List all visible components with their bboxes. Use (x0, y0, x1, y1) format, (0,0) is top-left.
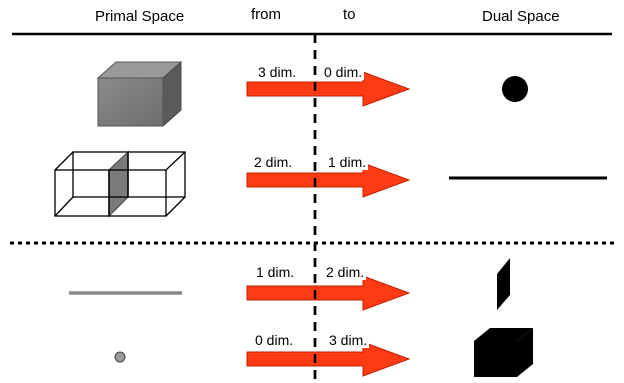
black-parallelogram-face-icon (497, 258, 510, 310)
row-3-from-label: 1 dim. (254, 264, 297, 280)
arrow-row-2 (246, 162, 411, 198)
row-4-to-label: 3 dim. (327, 332, 370, 348)
two-wireframe-boxes-shared-face-icon (54, 150, 186, 218)
arrow-row-3 (246, 275, 411, 311)
row-3-to-label: 2 dim. (324, 264, 367, 280)
row-1-to-label: 0 dim. (322, 64, 365, 80)
header-dual-space: Dual Space (482, 8, 560, 25)
gray-dot-icon (114, 351, 126, 363)
header-primal-space: Primal Space (95, 8, 185, 25)
black-dot-icon (502, 76, 528, 102)
arrow-row-4 (246, 341, 411, 377)
gray-cube-icon (96, 60, 183, 128)
row-1-from-label: 3 dim. (256, 64, 299, 80)
header-from: from (251, 6, 281, 23)
row-2-from-label: 2 dim. (252, 154, 295, 170)
row-4-from-label: 0 dim. (253, 332, 296, 348)
header-to: to (343, 6, 356, 23)
black-cube-icon (474, 328, 533, 377)
row-2-to-label: 1 dim. (326, 154, 369, 170)
arrow-row-1 (246, 71, 411, 107)
